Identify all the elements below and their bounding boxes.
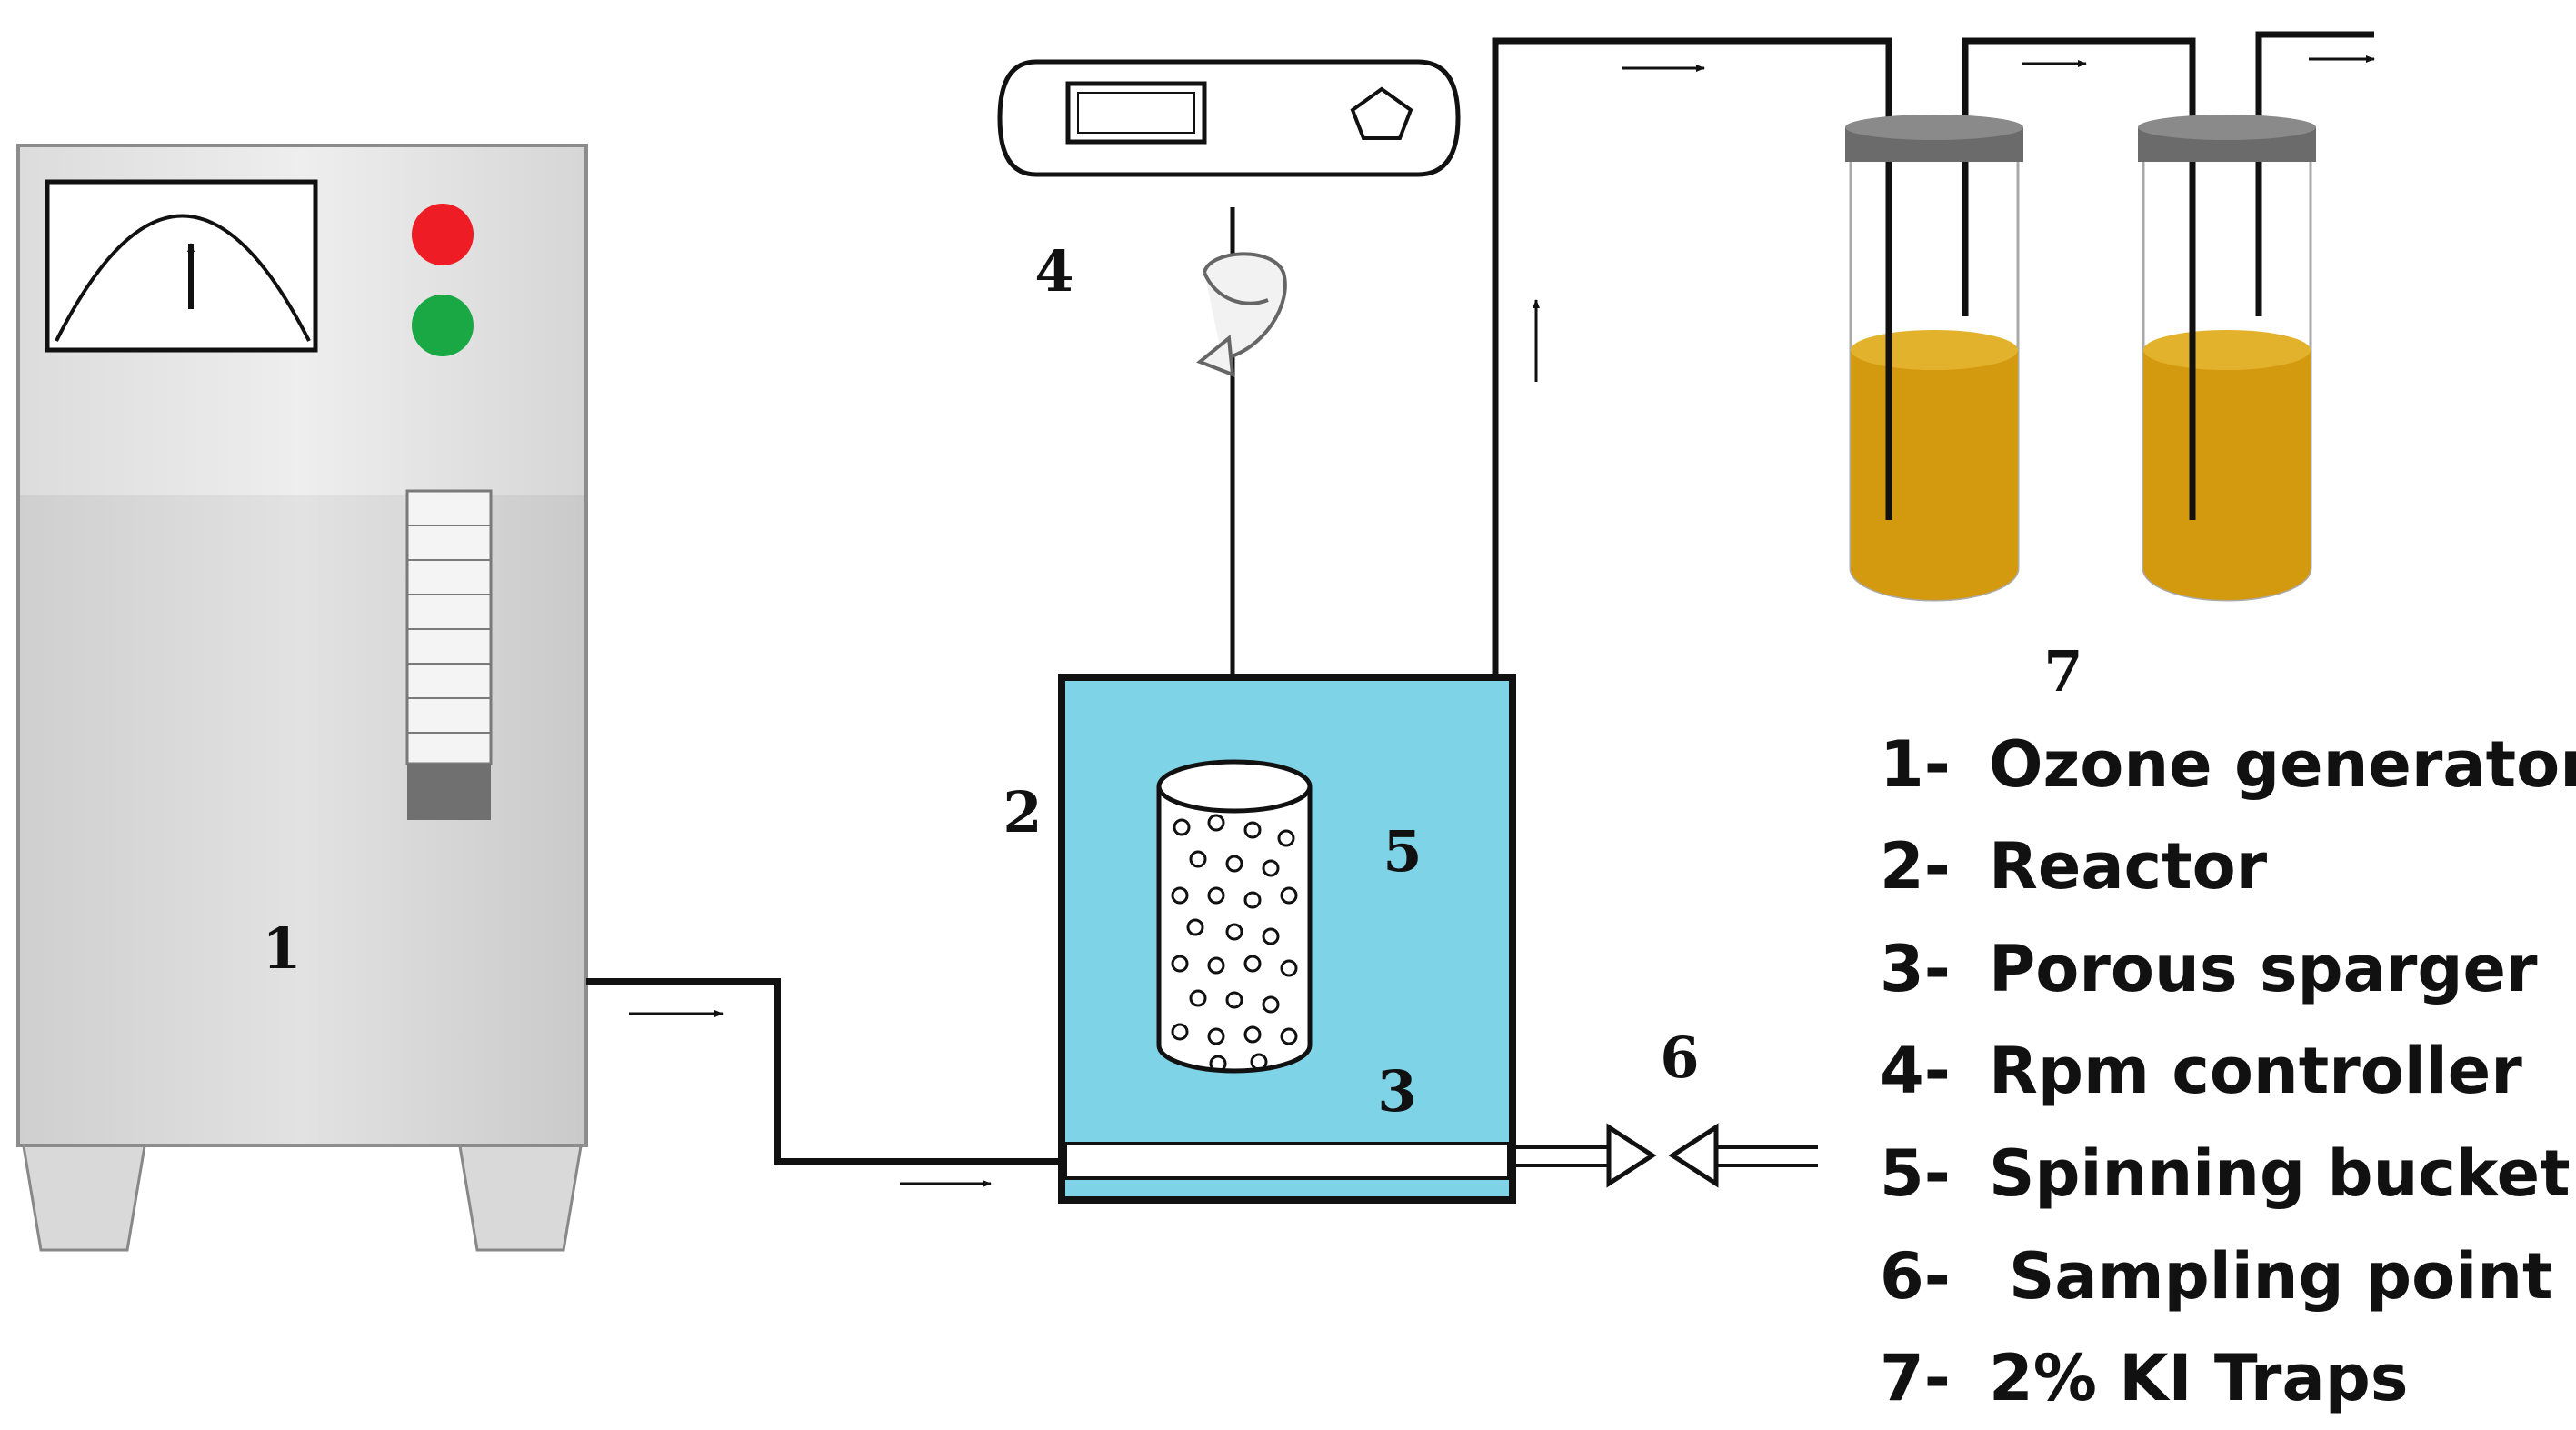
label-number-1: 1	[262, 915, 301, 982]
legend-item-num: 2-	[1880, 829, 1951, 904]
legend-item-num: 1-	[1880, 727, 1951, 802]
label-number-4: 4	[1034, 238, 1073, 305]
legend-item-label: Sampling point	[2009, 1239, 2553, 1314]
spinning-bucket	[1156, 759, 1313, 1074]
gauge-icon	[45, 179, 318, 353]
ki-trap-2	[2138, 115, 2316, 602]
legend-item-label: Ozone generator	[1989, 727, 2576, 802]
label-number-5: 5	[1383, 818, 1422, 885]
legend-item-num: 6-	[1880, 1239, 1951, 1314]
legend-item-label: 2% KI Traps	[1989, 1341, 2408, 1415]
valve-icon	[1606, 1123, 1719, 1188]
indicator-light-green	[412, 295, 474, 356]
flowmeter	[405, 489, 493, 820]
bucket-perforations	[1171, 814, 1298, 1073]
generator-leg-left	[21, 1139, 147, 1252]
indicator-light-red	[412, 204, 474, 265]
flowmeter-float	[407, 764, 491, 820]
pentagon-icon	[1350, 86, 1413, 140]
legend-item-num: 4-	[1880, 1034, 1951, 1108]
legend-item-num: 5-	[1880, 1136, 1951, 1211]
legend-item-label: Spinning bucket	[1989, 1136, 2571, 1211]
generator-leg-right	[457, 1139, 584, 1252]
rotation-arrow-icon	[1196, 252, 1287, 378]
ozone-generator: 1	[16, 144, 588, 1252]
porous-sparger	[1063, 1142, 1511, 1180]
label-number-2: 2	[1003, 779, 1042, 845]
rpm-controller: 4	[997, 59, 1461, 773]
legend: 1- Ozone generator 2- Reactor 3- Porous …	[1880, 727, 2576, 1415]
ozone-feed-line	[586, 978, 1062, 1187]
generator-lower-panel	[20, 495, 584, 1144]
sampling-point: 6	[1513, 1025, 1818, 1188]
legend-item-label: Porous sparger	[1989, 932, 2538, 1006]
ki-trap-1	[1845, 115, 2023, 602]
label-number-6: 6	[1660, 1025, 1699, 1091]
legend-item-label: Reactor	[1989, 829, 2268, 904]
legend-item-num: 3-	[1880, 932, 1951, 1006]
reactor: 2 5 3	[1003, 674, 1516, 1204]
legend-item-label: Rpm controller	[1989, 1034, 2522, 1108]
label-number-7: 7	[2043, 638, 2082, 705]
legend-item-num: 7-	[1880, 1341, 1951, 1415]
label-number-3: 3	[1377, 1058, 1416, 1125]
